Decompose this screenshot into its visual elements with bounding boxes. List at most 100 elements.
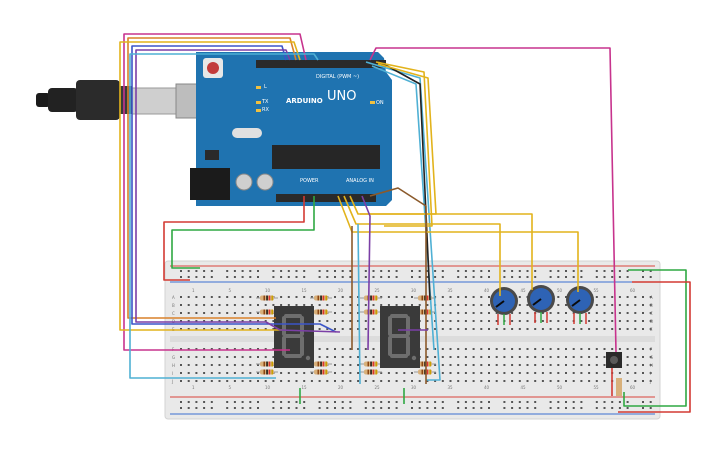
breadboard-hole xyxy=(557,380,560,382)
breadboard-hole xyxy=(565,380,567,382)
breadboard-hole xyxy=(372,276,375,278)
breadboard-hole xyxy=(511,407,514,409)
breadboard-hole xyxy=(611,296,614,298)
breadboard-hole xyxy=(226,328,229,330)
breadboard-hole xyxy=(187,320,190,322)
breadboard-hole xyxy=(541,320,544,322)
breadboard-hole xyxy=(580,372,583,374)
breadboard-hole xyxy=(418,276,421,278)
breadboard-hole xyxy=(180,364,182,366)
breadboard-hole xyxy=(310,372,313,374)
breadboard-hole xyxy=(357,296,360,298)
breadboard-hole xyxy=(303,296,306,298)
column-number: 25 xyxy=(375,288,381,293)
breadboard-hole xyxy=(334,356,336,358)
breadboard-hole xyxy=(380,270,383,272)
breadboard-hole xyxy=(264,320,267,322)
wire xyxy=(369,47,617,353)
breadboard-hole xyxy=(595,276,598,278)
breadboard-hole xyxy=(549,401,552,403)
breadboard-hole xyxy=(187,372,190,374)
breadboard-hole xyxy=(257,276,259,278)
breadboard-hole xyxy=(472,320,475,322)
breadboard-hole xyxy=(603,328,606,330)
breadboard-hole xyxy=(588,364,591,366)
breadboard-hole xyxy=(649,372,652,374)
breadboard-hole xyxy=(180,276,182,278)
breadboard-hole xyxy=(603,407,606,409)
breadboard-hole xyxy=(187,407,190,409)
breadboard-hole xyxy=(557,356,560,358)
row-letter: D xyxy=(650,319,653,324)
analog-header-label: ANALOG IN xyxy=(346,178,374,184)
breadboard-hole xyxy=(364,276,367,278)
breadboard-hole xyxy=(257,372,259,374)
breadboard-hole xyxy=(210,372,213,374)
breadboard-hole xyxy=(241,304,244,306)
breadboard-hole xyxy=(649,304,652,306)
breadboard-hole xyxy=(449,320,452,322)
breadboard-hole xyxy=(642,296,644,298)
breadboard-hole xyxy=(634,304,637,306)
breadboard-hole xyxy=(464,312,467,314)
breadboard-hole xyxy=(210,296,213,298)
breadboard-hole xyxy=(341,296,344,298)
breadboard-hole xyxy=(557,320,560,322)
breadboard-hole xyxy=(449,364,452,366)
breadboard-hole xyxy=(642,401,644,403)
breadboard-hole xyxy=(618,304,621,306)
breadboard-hole xyxy=(195,312,198,314)
digital-header-label: DIGITAL (PWM ~) xyxy=(316,74,359,80)
breadboard-hole xyxy=(241,401,244,403)
row-letter: F xyxy=(650,347,653,352)
breadboard-hole xyxy=(434,320,437,322)
breadboard-hole xyxy=(588,320,591,322)
breadboard-hole xyxy=(372,407,375,409)
breadboard-hole xyxy=(611,320,614,322)
breadboard-hole xyxy=(341,380,344,382)
breadboard-hole xyxy=(434,372,437,374)
breadboard-hole xyxy=(257,364,259,366)
breadboard-hole xyxy=(642,312,644,314)
breadboard-hole xyxy=(233,270,236,272)
breadboard-hole xyxy=(303,372,306,374)
breadboard-hole xyxy=(372,328,375,330)
breadboard-hole xyxy=(241,276,244,278)
breadboard-hole xyxy=(441,364,444,366)
wire xyxy=(337,195,579,292)
breadboard-hole xyxy=(341,401,344,403)
breadboard-hole xyxy=(526,276,529,278)
breadboard-hole xyxy=(603,270,606,272)
breadboard-hole xyxy=(634,356,637,358)
decimal-point xyxy=(411,355,417,361)
breadboard-hole xyxy=(511,356,514,358)
breadboard-hole xyxy=(187,364,190,366)
breadboard-hole xyxy=(357,348,360,350)
breadboard-hole xyxy=(226,372,229,374)
breadboard-hole xyxy=(595,356,598,358)
breadboard-hole xyxy=(257,312,259,314)
breadboard-hole xyxy=(434,270,437,272)
breadboard-hole xyxy=(326,270,329,272)
breadboard-hole xyxy=(634,320,637,322)
row-letter: H xyxy=(172,363,175,368)
breadboard-hole xyxy=(210,320,213,322)
breadboard-hole xyxy=(565,320,567,322)
push-button xyxy=(606,352,622,396)
breadboard-hole xyxy=(341,312,344,314)
power-jack xyxy=(190,168,230,200)
breadboard-hole xyxy=(334,348,336,350)
breadboard-hole xyxy=(180,270,182,272)
breadboard-hole xyxy=(649,312,652,314)
breadboard-hole xyxy=(649,348,652,350)
breadboard-hole xyxy=(526,407,529,409)
breadboard-hole xyxy=(503,276,506,278)
breadboard-hole xyxy=(595,320,598,322)
breadboard-hole xyxy=(387,276,390,278)
breadboard-hole xyxy=(180,407,182,409)
breadboard-hole xyxy=(241,320,244,322)
breadboard-hole xyxy=(226,364,229,366)
breadboard-hole xyxy=(226,296,229,298)
rx-label: RX xyxy=(262,107,269,113)
breadboard-hole xyxy=(364,320,367,322)
